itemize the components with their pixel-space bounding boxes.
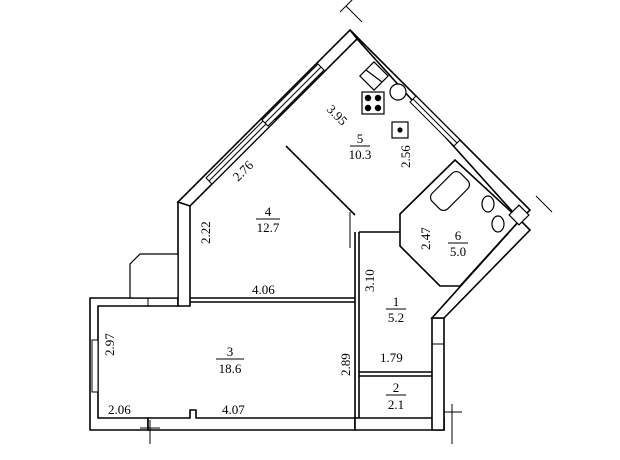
- room-1-number: 1: [393, 294, 400, 309]
- sink-icon: [389, 83, 407, 101]
- room-4-area: 12.7: [257, 220, 280, 235]
- room-5-area: 10.3: [349, 147, 372, 162]
- room-1-area: 5.2: [388, 310, 404, 325]
- wall-living-bottom: [147, 409, 356, 431]
- wall-bottom-right: [354, 417, 445, 431]
- bathtub-icon: [429, 170, 471, 212]
- dim-bath-left: 2.47: [418, 227, 433, 250]
- room-5-number: 5: [357, 131, 364, 146]
- room-labels: 5 10.3 4 12.7 6 5.0 1 5.2 3 18.6 2 2.1: [216, 131, 468, 412]
- room-2-area: 2.1: [388, 397, 404, 412]
- walls: [89, 28, 532, 431]
- dim-kitchen-top: 3.95: [324, 102, 351, 129]
- bathroom-fixtures: [429, 170, 530, 233]
- room-3-number: 3: [227, 344, 234, 359]
- wall-diagonal-bath: [430, 218, 532, 319]
- wall-living-outer: [89, 297, 179, 431]
- wall-bedroom-left: [177, 201, 191, 307]
- room-6-area: 5.0: [450, 244, 466, 259]
- washbasin-icon: [481, 195, 495, 213]
- dim-storage-top: 1.79: [380, 350, 403, 365]
- dim-living-bottom-left: 2.06: [108, 402, 131, 417]
- dim-kitchen-right: 2.56: [398, 145, 413, 168]
- dim-bedroom-bottom: 4.06: [252, 282, 275, 297]
- dim-living-left: 2.97: [102, 333, 117, 356]
- doors: [147, 212, 444, 345]
- partitions: [190, 145, 522, 418]
- wall-right-lower: [431, 317, 445, 431]
- dim-living-right: 2.89: [338, 353, 353, 376]
- room-6-number: 6: [455, 228, 462, 243]
- room-2-number: 2: [393, 380, 400, 395]
- axis-marks: [140, 0, 553, 444]
- stove-icon: [361, 91, 385, 115]
- dim-hall-left: 3.10: [362, 269, 377, 292]
- windows: [91, 63, 461, 393]
- dim-bedroom-left: 2.22: [198, 221, 213, 244]
- toilet-icon: [491, 215, 505, 233]
- dim-living-bottom-right: 4.07: [222, 402, 245, 417]
- kitchen-fixtures: [359, 61, 409, 139]
- balcony-stub: [129, 253, 179, 299]
- room-3-area: 18.6: [219, 361, 242, 376]
- window-living: [91, 339, 99, 393]
- room-4-number: 4: [265, 204, 272, 219]
